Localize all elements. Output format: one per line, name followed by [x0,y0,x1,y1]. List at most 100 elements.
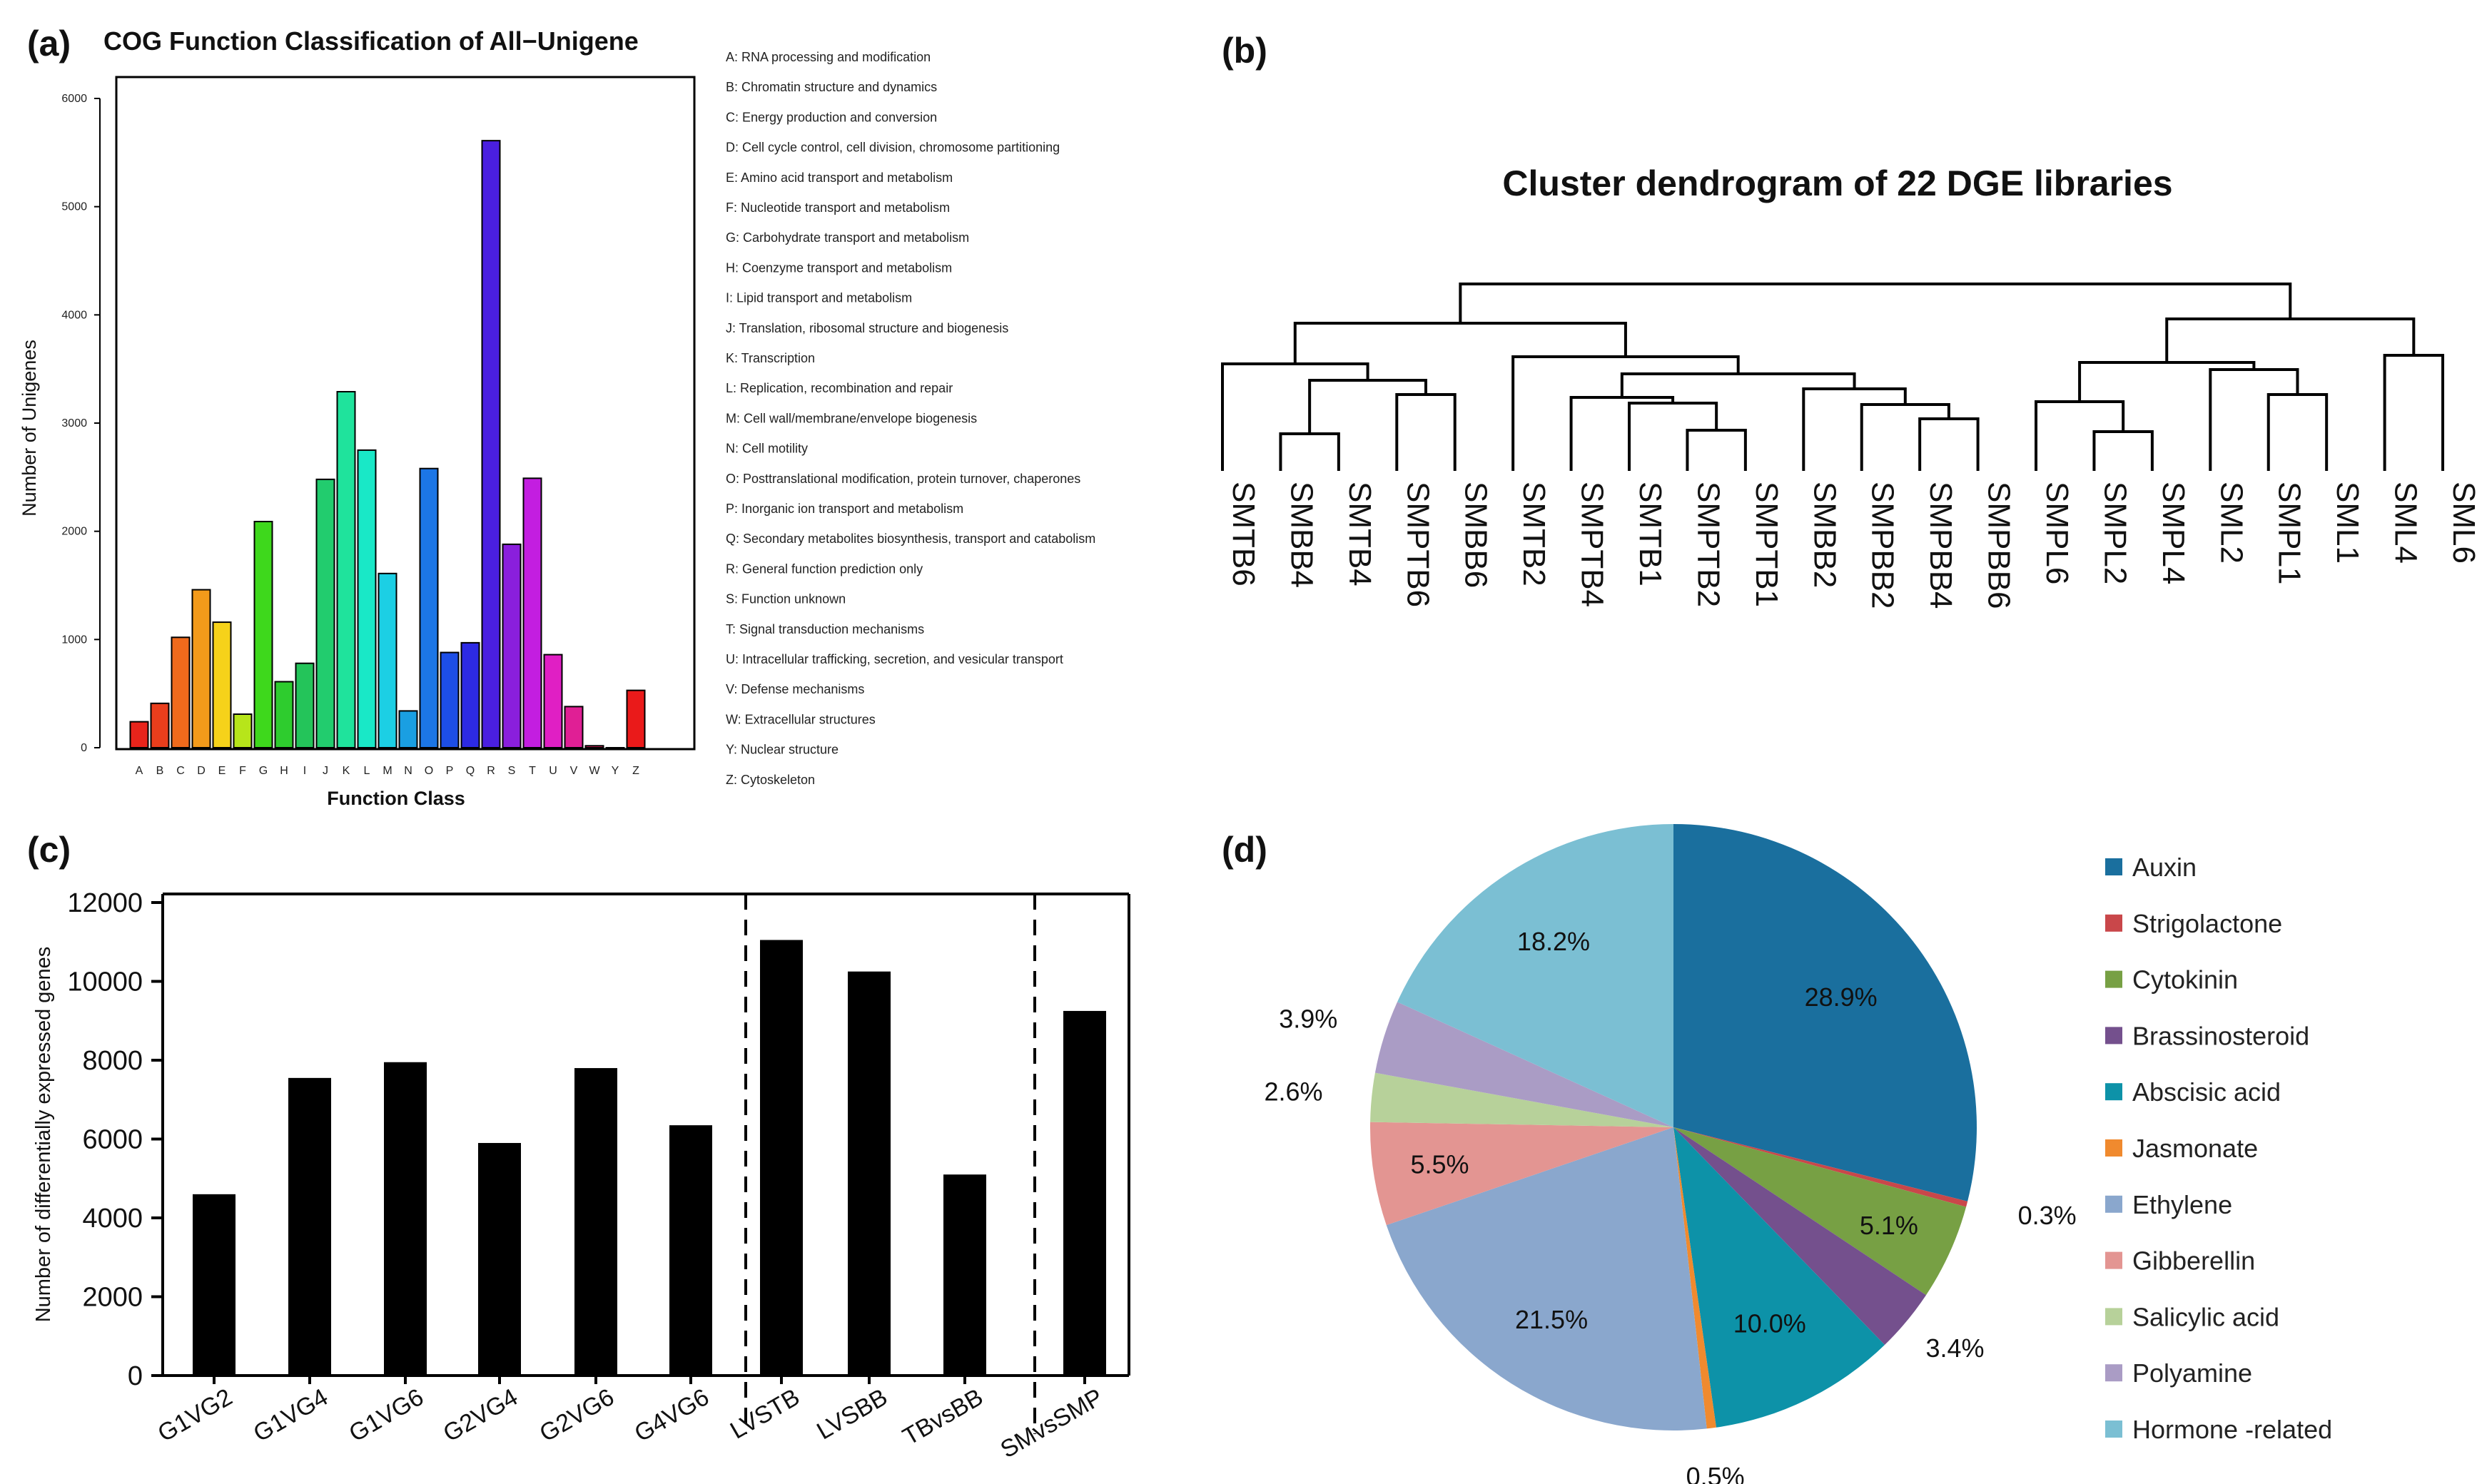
panel-d-legend-label: Polyamine [2132,1358,2252,1388]
panel-b-leaf-label: SMTB1 [1633,482,1668,586]
panel-d-slice [1374,1002,1673,1127]
panel-c-y-tick-label: 0 [128,1361,143,1391]
panel-b-branch [2383,354,2445,471]
panel-a-legend-entry: D: Cell cycle control, cell division, ch… [726,141,1060,155]
panel-d-percent-label: 18.2% [1517,927,1590,956]
panel-a-bar [253,521,273,748]
panel-a-bar [191,589,211,748]
panel-d-slice [1673,1127,1926,1345]
panel-b-branch [1802,387,1907,471]
panel-b-leaf-label: SMPL4 [2156,482,2191,584]
panel-c-bar [574,1068,617,1376]
panel-d-legend-swatch [2105,1308,2122,1326]
panel-a-legend-entry: T: Signal transduction mechanisms [726,622,924,636]
panel-d-legend-label: Cytokinin [2132,965,2238,995]
panel-c-x-tick-label: G2VG6 [535,1383,619,1448]
panel-b-branch [2165,317,2416,362]
panel-a-bar [378,572,397,748]
panel-c-y-tick-label: 4000 [82,1204,143,1234]
panel-a-x-tick-label: K [343,765,350,777]
panel-b-leaf-label: SMPTB6 [1400,482,1435,607]
panel-d-legend-swatch [2105,1139,2122,1157]
panel-a-bar [129,721,149,748]
panel-a-title: COG Function Classification of All−Unige… [103,26,639,56]
panel-a-x-tick-label: D [197,765,206,777]
panel-a-x-tick-label: I [303,765,306,777]
panel-b-leaf-label: SMPL1 [2272,482,2307,584]
panel-a-bar [481,140,501,748]
panel-b-branch [1918,417,1980,471]
panel-a-legend-entry: J: Translation, ribosomal structure and … [726,321,1008,335]
panel-a-legend-entry: M: Cell wall/membrane/envelope biogenesi… [726,411,977,425]
panel-c-bar [943,1174,986,1376]
panel-a-x-tick-label: B [156,765,164,777]
panel-d-slice [1673,824,1977,1201]
panel-a-bar [584,745,604,749]
panel-d-legend-swatch [2105,1195,2122,1213]
panel-a-bar [212,621,232,748]
panel-a-x-tick-label: Q [466,765,475,777]
panel-a-x-tick-label: Z [632,765,639,777]
panel-d-legend-label: Ethylene [2132,1190,2232,1219]
panel-a-x-tick-label: T [529,765,536,777]
panel-d-legend-label: Hormone -related [2132,1415,2332,1444]
panel-a-x-tick-label: G [259,765,268,777]
panel-b-branch [1860,403,1950,471]
panel-a-bar [564,706,584,748]
panel-a-bar [357,449,377,749]
panel-a-x-tick-label: N [404,765,412,777]
panel-a-bar [419,467,439,748]
panel-a-legend-entry: O: Posttranslational modification, prote… [726,472,1080,486]
panel-b-branch [1628,402,1718,471]
panel-a-legend-entry: R: General function prediction only [726,561,923,576]
panel-b-leaf-label: SMBB4 [1284,482,1319,588]
panel-a-legend-entry: A: RNA processing and modification [726,50,931,64]
panel-a-x-tick-label: E [218,765,226,777]
panel-d-legend-swatch [2105,1083,2122,1101]
panel-a-y-tick-label: 6000 [61,93,87,105]
panel-c-x-tick-label: SMvsSMP [996,1383,1108,1463]
panel-label-d: (d) [1222,830,1267,870]
panel-b-leaf-label: SMPTB4 [1575,482,1610,607]
panel-a-bar [440,651,460,748]
panel-a-bar [274,681,294,749]
panel-d-legend-swatch [2105,858,2122,875]
panel-a-x-tick-label: L [364,765,370,777]
panel-a-bar [543,654,563,748]
panel-a-x-tick-label: O [425,765,433,777]
panel-c-y-axis-label: Number of differentially expressed genes [32,947,55,1323]
panel-a-bar [171,636,191,748]
panel-b-title: Cluster dendrogram of 22 DGE libraries [1502,163,2172,203]
panel-a-legend-entry: V: Defense mechanisms [726,682,864,696]
panel-a-legend-entry: F: Nucleotide transport and metabolism [726,200,950,215]
panel-a-x-tick-label: U [549,765,557,777]
panel-a-legend-entry: S: Function unknown [726,592,846,606]
panel-d-legend-label: Auxin [2132,853,2197,882]
panel-a-x-tick-label: R [487,765,495,777]
panel-b-leaf-label: SMPBB6 [1982,482,2017,609]
panel-a-cog-chart: COG Function Classification of All−Unige… [19,26,1095,809]
panel-a-bar [150,702,170,748]
panel-a-x-tick-label: J [323,765,328,777]
panel-a-x-tick-label: Y [612,765,619,777]
panel-b-leaf-label: SMTB6 [1226,482,1261,586]
panel-b-leaf-label: SMPBB2 [1865,482,1900,609]
panel-a-x-tick-label: C [176,765,185,777]
panel-a-bar [522,477,542,748]
panel-b-branch [1308,379,1428,434]
panel-b-branch [2035,400,2125,471]
panel-a-legend-entry: Z: Cytoskeleton [726,773,815,787]
panel-d-legend-label: Brassinosteroid [2132,1021,2309,1050]
panel-d-slice [1673,1127,1968,1207]
panel-c-y-tick-label: 6000 [82,1125,143,1155]
panel-a-x-tick-label: S [508,765,516,777]
panel-b-leaf-label: SMPL2 [2097,482,2132,584]
panel-c-x-tick-label: G1VG4 [249,1383,333,1448]
panel-b-leaf-label: SML4 [2389,482,2423,564]
panel-b-branch [1459,283,2292,323]
panel-d-percent-label: 2.6% [1264,1077,1322,1107]
panel-a-y-axis-label: Number of Unigenes [19,340,40,517]
panel-a-legend-entry: K: Transcription [726,351,815,365]
panel-label-c: (c) [27,830,71,870]
